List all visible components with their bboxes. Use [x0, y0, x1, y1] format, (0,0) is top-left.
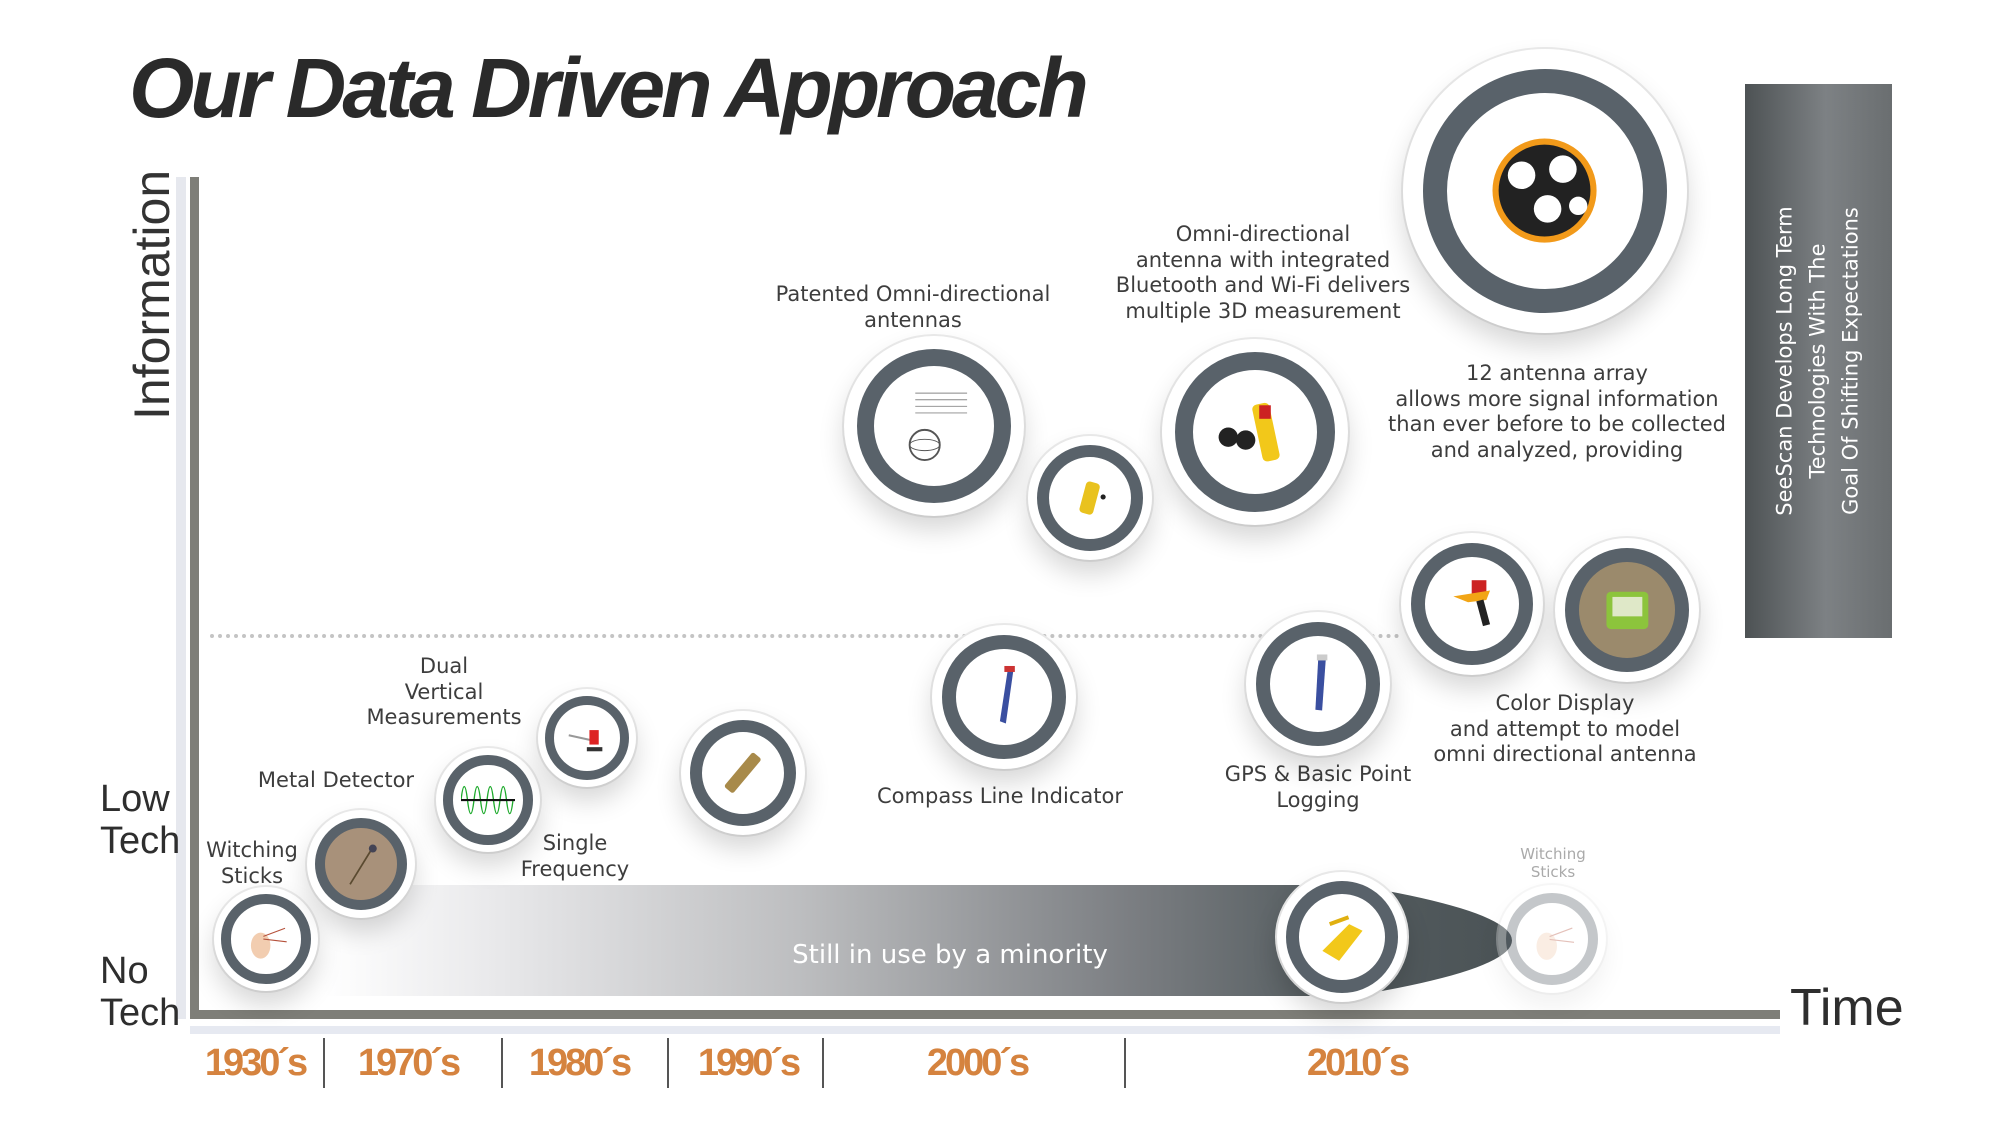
hand-sticks-icon: [250, 927, 287, 959]
yellow-sonde-icon: [1321, 914, 1363, 961]
single-frequency-image: [436, 748, 540, 852]
dual-vertical-device-image: [538, 689, 636, 787]
locator-device-icon: [568, 730, 603, 752]
threshold-dotted-line: [210, 634, 1400, 638]
minority-band-text: Still in use by a minority: [792, 940, 1108, 970]
green-locator-image: [1555, 538, 1699, 682]
label-color-display: Color Display and attempt to model omni …: [1433, 691, 1697, 766]
gps-locator-image: [1246, 612, 1390, 756]
witching-sticks-faded-image: [1498, 885, 1606, 993]
hand-sticks-icon: [1536, 927, 1574, 960]
label-twelve-antenna: 12 antenna array allows more signal info…: [1388, 361, 1726, 462]
yellow-locator-icon: [1079, 481, 1106, 515]
page-title: Our Data Driven Approach: [129, 41, 1089, 135]
twelve-antenna-array-image: [1403, 49, 1687, 333]
decade-separator: [1124, 1038, 1126, 1088]
label-gps-logging: GPS & Basic Point Logging: [1224, 762, 1412, 812]
label-patented-omni: Patented Omni-directional antennas: [775, 282, 1051, 332]
label-dual-vertical: Dual Vertical Measurements: [366, 654, 522, 729]
patent-document-icon: [908, 392, 967, 461]
y-axis-label: Information: [124, 169, 180, 420]
label-witching-sticks-faded: Witching Sticks: [1520, 845, 1586, 881]
antenna-array-icon: [1492, 138, 1598, 244]
decade-separator: [667, 1038, 669, 1088]
decade-2010s: 2010´s: [1306, 1042, 1410, 1084]
label-compass-line: Compass Line Indicator: [877, 784, 1123, 808]
x-axis-label: Time: [1790, 979, 1904, 1037]
label-witching-sticks: Witching Sticks: [206, 838, 298, 888]
bluetooth-locator-icon: [1218, 402, 1280, 462]
wand-locator-icon: [999, 665, 1015, 724]
green-device-icon: [1606, 591, 1648, 629]
gps-wand-icon: [1315, 654, 1327, 711]
sine-wave-icon: [460, 785, 516, 815]
decade-separator: [323, 1038, 325, 1088]
decade-1980s: 1980´s: [528, 1042, 632, 1084]
decade-separator: [501, 1038, 503, 1088]
color-display-locator-image: [1401, 533, 1543, 675]
x-axis-shadow: [190, 1026, 1780, 1034]
color-locator-icon: [1453, 580, 1491, 627]
decade-1990s: 1990´s: [697, 1042, 801, 1084]
omni-locator-image: [1028, 436, 1152, 560]
y-level-no-tech: No Tech: [100, 950, 181, 1034]
side-callout-text: SeeScan Develops Long Term Technologies …: [1772, 206, 1863, 516]
handheld-locator-icon: [724, 752, 761, 793]
label-single-frequency: Single Frequency: [520, 831, 630, 881]
y-level-low-tech: Low Tech: [100, 778, 181, 862]
side-callout-box: [1745, 84, 1892, 638]
compass-line-indicator-image: [932, 625, 1076, 769]
label-omni-bluetooth: Omni-directional antenna with integrated…: [1115, 222, 1411, 323]
patent-drawing-image: [844, 336, 1024, 516]
y-axis: [190, 177, 199, 1019]
x-axis: [190, 1010, 1780, 1019]
metal-detector-image: [307, 810, 415, 918]
decade-2000s: 2000´s: [926, 1042, 1030, 1084]
metal-detector-icon: [348, 844, 377, 885]
decade-separator: [822, 1038, 824, 1088]
decade-1970s: 1970´s: [357, 1042, 461, 1084]
label-metal-detector: Metal Detector: [257, 768, 415, 792]
omni-3d-locator-image: [1162, 339, 1348, 525]
y-axis-shadow: [176, 177, 186, 1019]
witching-sticks-image: [214, 887, 318, 991]
1990s-device-image: [681, 711, 805, 835]
2010s-yellow-device-image: [1277, 872, 1407, 1002]
decade-1930s: 1930´s: [204, 1042, 308, 1084]
